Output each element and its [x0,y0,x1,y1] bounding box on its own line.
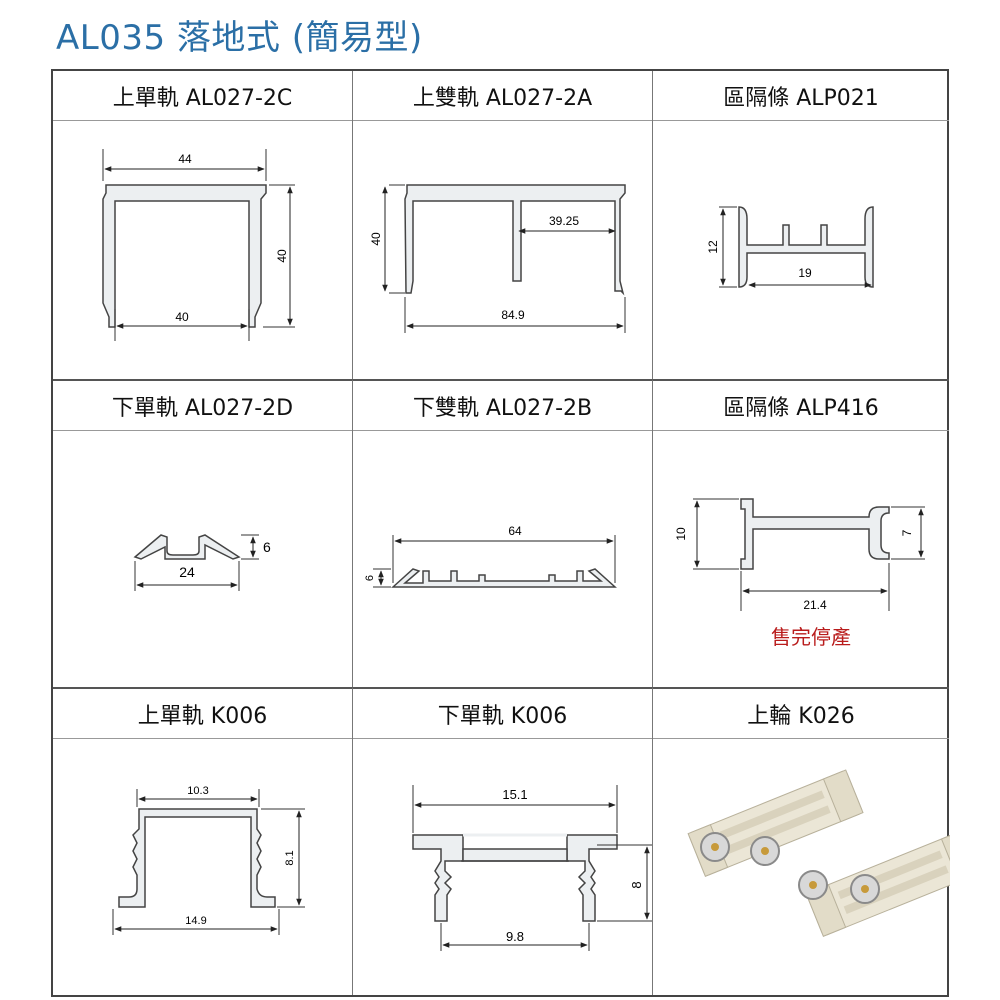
cell-k006-upper: 上單軌 K006 10.3 8.1 14. [53,687,352,995]
product-grid: 上單軌 AL027-2C 44 40 40 [51,69,950,997]
cell-al027-2a: 上雙軌 AL027-2A 40 39.25 84.9 [352,71,652,379]
page-title: AL035 落地式 (簡易型) [56,18,423,58]
cell-label: 區隔條 ALP416 [653,381,949,431]
dim-width: 24 [179,564,195,580]
dim-top-width: 10.3 [187,785,208,797]
cell-al027-2b: 下雙軌 AL027-2B 64 6 [352,379,652,687]
cell-alp021: 區隔條 ALP021 12 19 [652,71,949,379]
cell-alp416: 區隔條 ALP416 10 7 21.4 [652,379,949,687]
dim-width: 84.9 [501,308,525,322]
dim-bottom-width: 14.9 [185,915,206,927]
cell-al027-2d: 下單軌 AL027-2D 6 24 [53,379,352,687]
dim-width: 64 [508,524,522,538]
dim-top-width: 15.1 [502,787,527,802]
cell-label: 區隔條 ALP021 [653,71,949,121]
cell-label: 上單軌 K006 [53,689,352,739]
dim-height: 10 [674,527,688,541]
cell-label: 下單軌 K006 [353,689,652,739]
dim-height: 6 [263,539,271,555]
cell-al027-2c: 上單軌 AL027-2C 44 40 40 [53,71,352,379]
dim-width: 19 [798,266,812,280]
cell-label: 下單軌 AL027-2D [53,381,352,431]
dim-width: 44 [178,152,192,166]
dim-height: 40 [369,232,383,246]
dim-height: 8 [629,881,644,888]
cell-k006-lower: 下單軌 K006 15.1 8 [352,687,653,995]
dim-height: 6 [364,575,376,581]
cell-label: 下雙軌 AL027-2B [353,381,652,431]
discontinued-note: 售完停產 [771,625,851,649]
cell-label: 上單軌 AL027-2C [53,71,352,121]
dim-width: 21.4 [803,598,827,612]
dim-inner-width: 40 [175,310,189,324]
dim-track: 39.25 [549,214,579,228]
cell-label: 上輪 K026 [653,689,949,739]
dim-height: 8.1 [284,850,296,865]
dim-head-height: 7 [900,529,914,536]
cell-k026: 上輪 K026 [652,687,950,995]
dim-height: 12 [706,240,720,254]
cell-label: 上雙軌 AL027-2A [353,71,652,121]
dim-height: 40 [275,249,289,263]
dim-bottom-width: 9.8 [506,929,524,944]
